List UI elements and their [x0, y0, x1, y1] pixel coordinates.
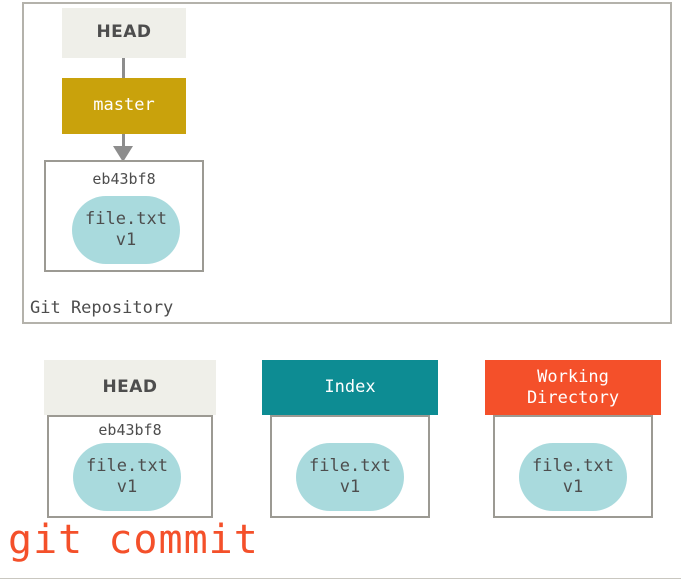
blob-filename: file.txt	[532, 456, 614, 477]
column-header-working-directory-line2: Directory	[526, 387, 620, 408]
blob-filename: file.txt	[309, 456, 391, 477]
blob-filename: file.txt	[86, 456, 168, 477]
diagram-caption: git commit	[8, 517, 259, 563]
blob-version: v1	[339, 477, 361, 497]
master-to-commit-arrow-icon	[113, 146, 133, 162]
blob-version: v1	[115, 230, 137, 250]
commit-hash-label: eb43bf8	[92, 170, 156, 188]
master-to-commit-connector	[122, 134, 125, 150]
column-header-working-directory: Working Directory	[485, 360, 661, 415]
column-header-head: HEAD	[44, 360, 216, 415]
repository-master-branch: master	[62, 78, 186, 134]
column-body-index: file.txt v1	[270, 415, 430, 518]
column-header-working-directory-line1: Working	[537, 367, 609, 388]
column-body-head: eb43bf8 file.txt v1	[47, 415, 213, 518]
head-to-master-connector	[122, 58, 125, 78]
blob-filename: file.txt	[85, 209, 167, 230]
blob-version: v1	[116, 477, 138, 497]
git-repository-label: Git Repository	[30, 298, 174, 318]
repository-commit-box: eb43bf8 file.txt v1	[44, 160, 204, 272]
column-working-directory-file-blob: file.txt v1	[519, 443, 627, 511]
blob-version: v1	[562, 477, 584, 497]
column-head-hash-label: eb43bf8	[98, 421, 162, 439]
column-head-file-blob: file.txt v1	[73, 443, 181, 511]
column-index-file-blob: file.txt v1	[296, 443, 404, 511]
column-header-index: Index	[262, 360, 438, 415]
repository-head-pointer: HEAD	[62, 8, 186, 58]
repository-file-blob: file.txt v1	[72, 196, 180, 264]
column-body-working-directory: file.txt v1	[493, 415, 653, 518]
bottom-divider	[0, 578, 681, 579]
